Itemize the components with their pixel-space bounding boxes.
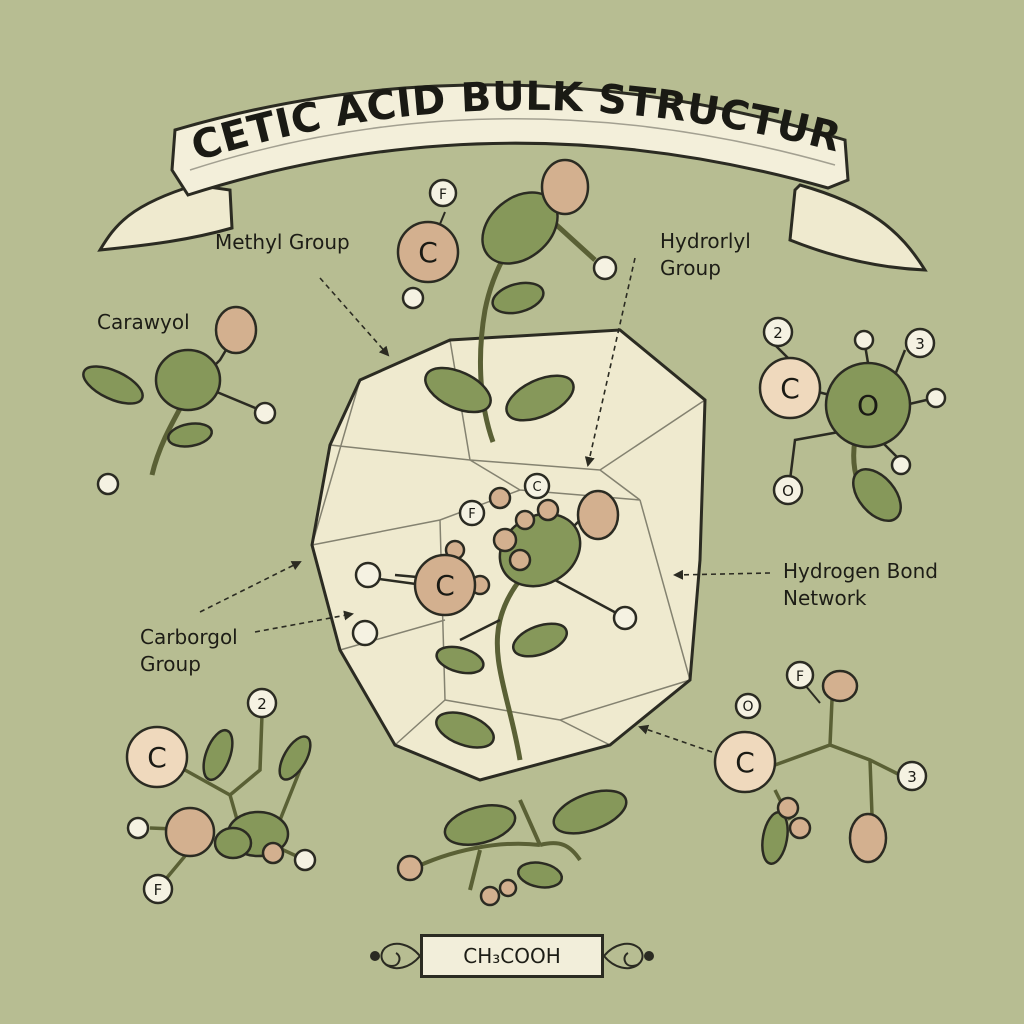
label-line: Group <box>140 652 201 676</box>
atom-label: F <box>154 881 163 899</box>
center-sprig <box>351 472 638 761</box>
top-sprig <box>396 158 618 443</box>
atom-f-top <box>428 178 458 208</box>
label-carawyol: Carawyol <box>97 310 190 334</box>
atom-label: C <box>435 569 455 602</box>
formula-plate: CH₃COOH <box>420 934 604 978</box>
label-line: Hydrogen Bond <box>783 559 938 583</box>
title-banner: ACETIC ACID BULK STRUCTURE <box>0 0 928 272</box>
formula-text: CH₃COOH <box>463 944 561 968</box>
atom-label: 3 <box>907 768 917 786</box>
bottom-sprig <box>396 789 628 907</box>
atom-label: C <box>147 741 167 774</box>
label-hydroxyl-group: Hydrorlyl Group <box>660 228 751 282</box>
pointer-arrows <box>199 257 771 753</box>
atom-label: C <box>780 372 800 405</box>
atom-label: F <box>796 669 804 685</box>
atom-label: F <box>468 507 475 522</box>
atom-label: 3 <box>915 335 925 353</box>
atom-label: C <box>418 236 438 269</box>
atom-label: O <box>742 699 753 715</box>
atom-c-small <box>523 472 551 500</box>
atom-c-top <box>396 220 460 284</box>
atom-label: F <box>439 187 447 203</box>
atom-label: C <box>532 480 541 495</box>
right-molecule <box>758 316 947 522</box>
formula-ornament <box>370 942 654 970</box>
bottom-left-molecule <box>125 687 317 905</box>
atom-c-center <box>413 553 477 617</box>
label-line: Hydrorlyl <box>660 229 751 253</box>
atom-label: O <box>782 482 794 500</box>
label-methyl-group: Methyl Group <box>215 230 350 254</box>
label-line: Group <box>660 256 721 280</box>
atom-label: C <box>735 746 755 779</box>
label-hydrogen-bond-network: Hydrogen Bond Network <box>783 558 938 612</box>
label-line: Network <box>783 586 867 610</box>
atom-label: O <box>857 389 879 422</box>
left-sprig <box>82 305 277 496</box>
label-line: Carborgol <box>140 625 238 649</box>
atom-label: 2 <box>773 324 783 342</box>
label-carborgol-group: Carborgol Group <box>140 624 238 678</box>
bottom-right-molecule <box>713 660 928 865</box>
atom-label: 2 <box>257 695 267 713</box>
atom-f-center <box>458 499 486 527</box>
